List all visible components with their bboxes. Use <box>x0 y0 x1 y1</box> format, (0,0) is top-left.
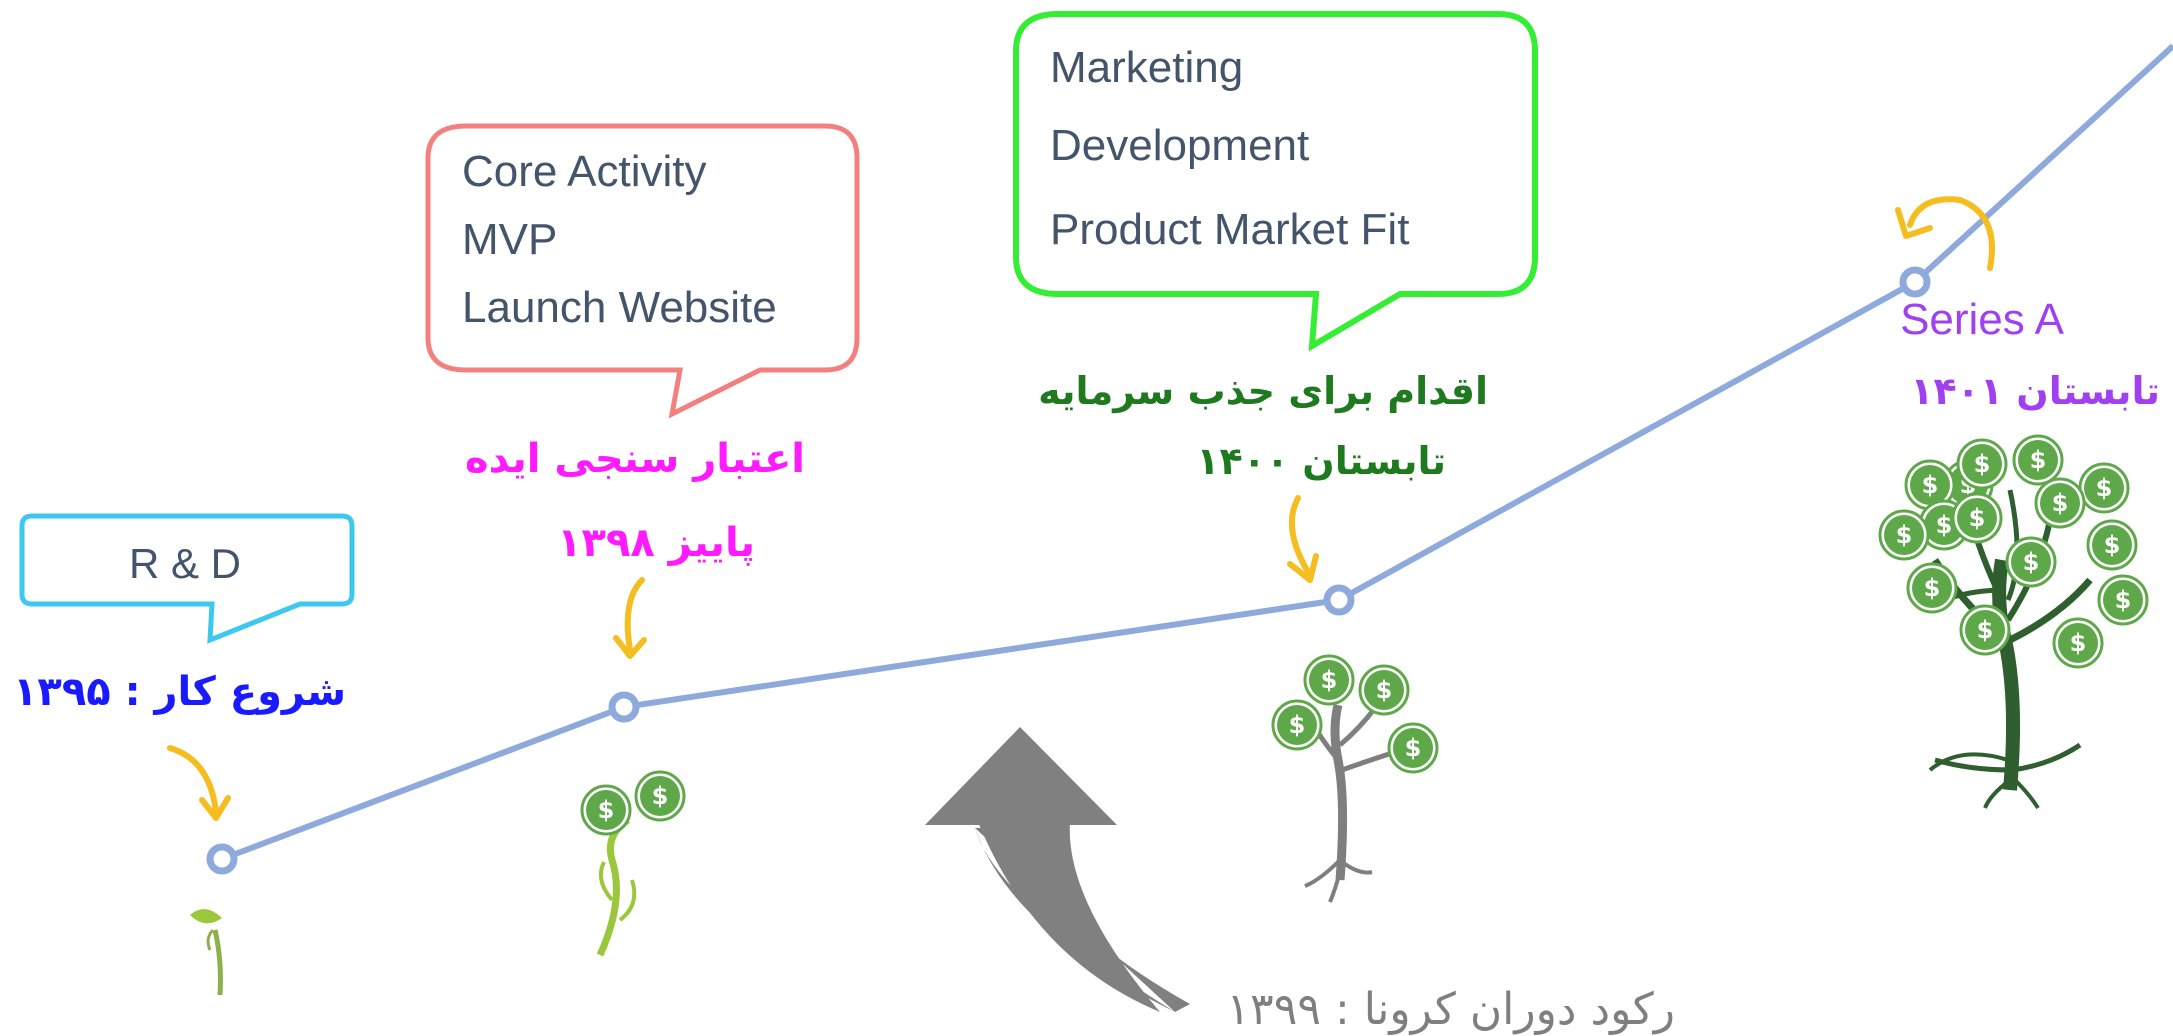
speech-bubble-fundraising <box>1013 11 1538 352</box>
svg-text:$: $ <box>2052 489 2069 517</box>
dollar-coin-icon: $ <box>580 784 632 836</box>
bubble-fundraising-line-2: Development <box>1050 121 1309 170</box>
bubble-idea-line-2: MVP <box>462 215 557 264</box>
dollar-coin-icon: $ <box>1959 604 2011 656</box>
svg-text:$: $ <box>1936 511 1953 539</box>
dollar-coin-icon: $ <box>1906 562 1958 614</box>
svg-text:$: $ <box>598 796 615 824</box>
milestone-fundraising-label: اقدام برای جذب سرمایه <box>1038 369 1488 414</box>
svg-text:$: $ <box>1974 450 1991 478</box>
cycle-arrow-icon <box>1907 196 1995 271</box>
bubble-idea-line-3: Launch Website <box>462 283 777 332</box>
svg-text:$: $ <box>1922 471 1939 499</box>
pointer-arrow-icon <box>624 577 645 653</box>
svg-text:$: $ <box>2030 446 2047 474</box>
dollar-coin-icon: $ <box>2012 434 2064 486</box>
milestone-series-a: Series A تابستان ۱۴۰۱ <box>1895 196 2160 810</box>
milestone-node-idea <box>608 691 640 723</box>
milestone-idea-date: پاییز ۱۳۹۸ <box>557 520 755 566</box>
bubble-fundraising-line-1: Marketing <box>1050 43 1243 92</box>
svg-text:$: $ <box>1289 711 1306 739</box>
milestone-node-fundraising <box>1323 584 1355 616</box>
bubble-rd-line-1: R & D <box>129 540 241 587</box>
milestone-rd-label: شروع کار : ۱۳۹۵ <box>13 669 346 715</box>
dollar-coins: $$$$$$$$$$$$$$$$$$$$$ <box>580 434 2149 836</box>
dollar-coin-icon: $ <box>2097 574 2149 626</box>
covid-note: رکود دوران کرونا : ۱۳۹۹ <box>1226 984 1675 1035</box>
svg-text:$: $ <box>1376 676 1393 704</box>
milestone-rd: R & D شروع کار : ۱۳۹۵ <box>13 513 355 996</box>
dollar-coin-icon: $ <box>2034 477 2086 529</box>
speech-bubble-rd <box>19 513 355 644</box>
dollar-coin-icon: $ <box>1956 438 2008 490</box>
svg-text:$: $ <box>2115 586 2132 614</box>
pointer-arrow-icon <box>167 745 219 815</box>
svg-text:$: $ <box>1405 734 1422 762</box>
milestone-series-a-label: Series A <box>1900 295 2065 344</box>
svg-text:$: $ <box>1321 666 1338 694</box>
svg-text:$: $ <box>2096 474 2113 502</box>
sprout-icon <box>190 909 223 996</box>
dollar-coin-icon: $ <box>1904 459 1956 511</box>
milestone-fundraising-date: تابستان ۱۴۰۰ <box>1196 439 1446 483</box>
bubble-idea-line-1: Core Activity <box>462 147 707 196</box>
milestone-fundraising: Marketing Development Product Market Fit… <box>1013 11 1538 903</box>
dollar-coin-icon: $ <box>2086 519 2138 571</box>
dollar-coin-icon: $ <box>1303 654 1355 706</box>
pointer-arrow-icon <box>1288 495 1311 575</box>
svg-text:$: $ <box>652 782 669 810</box>
dollar-coin-icon: $ <box>2078 462 2130 514</box>
dollar-coin-icon: $ <box>2052 617 2104 669</box>
svg-text:$: $ <box>1969 504 1986 532</box>
dollar-coin-icon: $ <box>634 770 686 822</box>
bubble-fundraising-line-3: Product Market Fit <box>1050 205 1409 254</box>
dollar-coin-icon: $ <box>1951 492 2003 544</box>
covid-recession: رکود دوران کرونا : ۱۳۹۹ <box>925 727 1675 1035</box>
milestone-node-rd <box>206 843 238 875</box>
svg-text:$: $ <box>1977 616 1994 644</box>
svg-text:$: $ <box>2070 629 2087 657</box>
dollar-coin-icon: $ <box>2005 536 2057 588</box>
milestone-node-series-a <box>1899 266 1931 298</box>
svg-text:$: $ <box>1924 574 1941 602</box>
speech-bubble-idea <box>425 123 860 419</box>
svg-text:$: $ <box>2023 548 2040 576</box>
milestone-idea-validation: Core Activity MVP Launch Website اعتبار … <box>425 123 860 957</box>
svg-text:$: $ <box>2104 531 2121 559</box>
dollar-coin-icon: $ <box>1878 509 1930 561</box>
dollar-coin-icon: $ <box>1271 699 1323 751</box>
upward-arrow-icon <box>925 727 1190 1012</box>
dollar-coin-icon: $ <box>1358 664 1410 716</box>
svg-text:$: $ <box>1896 521 1913 549</box>
seedling-dollar-icon <box>596 817 637 957</box>
milestone-idea-label: اعتبار سنجی ایده <box>465 436 805 482</box>
milestone-series-a-date: تابستان ۱۴۰۱ <box>1910 369 2160 413</box>
dollar-coin-icon: $ <box>1387 722 1439 774</box>
